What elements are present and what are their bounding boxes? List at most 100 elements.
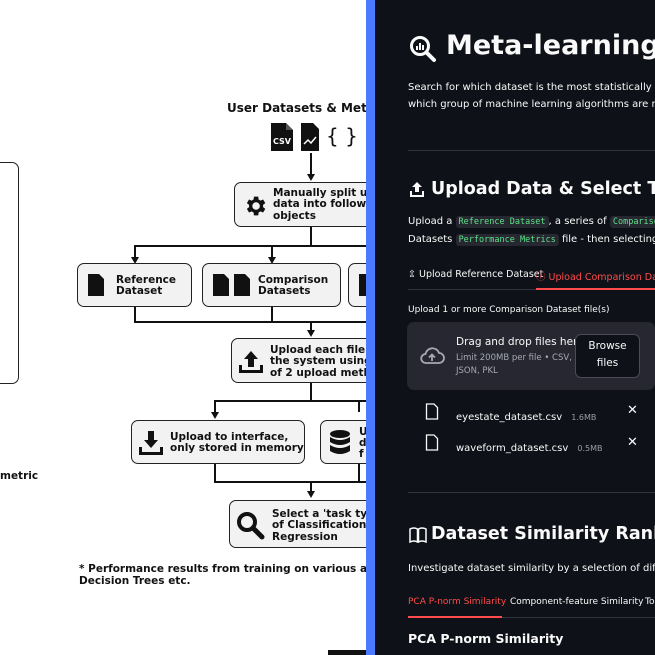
upload-description-line-2: Datasets Performance Metrics file - then… <box>408 234 655 246</box>
file-size: 1.6MB <box>571 413 597 422</box>
intro-line-1: Search for which dataset is the most sta… <box>408 82 655 93</box>
metrics-node-partial <box>348 263 366 307</box>
csv-icon-text: CSV <box>273 137 292 146</box>
upload-interface-label-2: only stored in memory <box>170 442 304 454</box>
connector <box>214 400 216 412</box>
download-icon <box>139 431 163 455</box>
task-label-1: Select a 'task typ <box>272 508 366 520</box>
upload-icon: ⇫ <box>408 269 416 280</box>
file-icon <box>359 274 366 296</box>
dropzone-limit: Limit 200MB per file • CSV, <box>456 353 572 363</box>
flowchart-panel: metric User Datasets & Metr CSV { } Manu… <box>0 101 366 655</box>
file-name: eyestate_dataset.csv <box>456 412 563 423</box>
connector <box>358 400 360 412</box>
active-tab-indicator <box>408 616 502 618</box>
tab-upload-reference[interactable]: ⇫ Upload Reference Dataset <box>408 269 543 280</box>
dropzone-title: Drag and drop files here <box>456 336 584 348</box>
connector <box>310 383 312 401</box>
uploaded-file-2: waveform_dataset.csv 0.5MB <box>456 436 603 455</box>
uploaded-file-1: eyestate_dataset.csv 1.6MB <box>456 405 596 424</box>
file-icon <box>88 274 104 296</box>
uploader-label: Upload 1 or more Comparison Dataset file… <box>408 305 610 315</box>
reference-label-2: Dataset <box>116 285 163 297</box>
upload-interface-node: Upload to interface, only stored in memo… <box>131 420 305 464</box>
task-label-2: of Classification o <box>272 519 366 531</box>
remove-file-button[interactable]: ✕ <box>627 403 638 418</box>
connector <box>134 245 136 257</box>
connector <box>134 307 136 322</box>
arrow-head <box>307 491 315 498</box>
tab-top[interactable]: To <box>645 597 655 607</box>
connector <box>214 481 366 483</box>
connector <box>134 245 366 247</box>
footnote-line-1: * Performance results from training on v… <box>79 563 366 575</box>
task-label-3: Regression <box>272 531 338 543</box>
connector <box>310 153 312 175</box>
reference-label-1: Reference <box>116 274 177 286</box>
pca-subheading: PCA P-norm Similarity <box>408 631 564 646</box>
connector <box>310 321 312 331</box>
file-dropzone[interactable]: Drag and drop files here Limit 200MB per… <box>407 322 655 390</box>
performance-metrics-code: Performance Metrics <box>455 234 559 246</box>
connector <box>134 321 366 323</box>
upload-icon <box>410 182 424 197</box>
cloud-upload-icon <box>420 347 445 364</box>
arrow-head <box>211 412 219 419</box>
chart-file-icon <box>301 123 319 151</box>
window-divider <box>366 0 375 655</box>
reference-dataset-code: Reference Dataset <box>455 216 549 228</box>
connector <box>271 245 273 257</box>
ranking-description: Investigate dataset similarity by a sele… <box>408 563 655 574</box>
upload-method-label-2: the system using <box>270 355 366 367</box>
tab-component-feature[interactable]: Component-feature Similarity <box>510 597 644 607</box>
database-icon <box>330 430 350 454</box>
desc-text: Upload a <box>408 216 453 227</box>
comparison-datasets-node: Comparison Datasets <box>202 263 341 307</box>
tab-upload-comparison[interactable]: ⓘ Upload Comparison Datas <box>536 269 655 283</box>
tab-pca-pnorm[interactable]: PCA P-norm Similarity <box>408 597 507 607</box>
book-icon <box>409 527 427 543</box>
braces-icon: { } <box>326 124 358 148</box>
gear-icon <box>246 196 266 216</box>
streamlit-app: Meta-learning S Search for which dataset… <box>375 0 655 655</box>
split-node: Manually split us data into followi obje… <box>234 182 366 227</box>
info-circle-icon: ⓘ <box>536 272 546 283</box>
tab-label: Upload Comparison Datas <box>548 272 655 283</box>
upload-method-node: Upload each file t the system using of 2… <box>231 338 366 383</box>
search-icon <box>237 512 265 540</box>
connector <box>214 464 216 482</box>
connector <box>358 464 360 482</box>
section-divider <box>408 150 655 151</box>
browse-files-button[interactable]: Browse files <box>575 334 640 378</box>
connector <box>214 400 366 402</box>
dropzone-types: JSON, PKL <box>456 366 498 376</box>
file-size: 0.5MB <box>577 444 603 453</box>
upload-icon <box>239 351 263 373</box>
reference-dataset-node: Reference Dataset <box>77 263 192 307</box>
file-icon <box>425 403 439 420</box>
connector <box>271 307 273 322</box>
connector <box>310 481 312 492</box>
ranking-section-heading: Dataset Similarity Ranking <box>431 524 655 544</box>
page-title: Meta-learning S <box>446 30 655 61</box>
remove-file-button[interactable]: ✕ <box>627 435 638 450</box>
desc-text: , a series of <box>548 216 607 227</box>
intro-line-2: which group of machine learning algorith… <box>408 99 655 110</box>
desc-text: Datasets <box>408 234 453 245</box>
footnote-line-2: Decision Trees etc. <box>79 575 191 587</box>
diagram-title: User Datasets & Metr <box>227 101 366 115</box>
upload-method-label-3: of 2 upload metho <box>270 367 366 379</box>
upload-interface-label-1: Upload to interface, <box>170 431 289 443</box>
file-icon <box>425 434 439 451</box>
browse-label: files <box>596 357 619 369</box>
arrow-head <box>307 330 315 337</box>
tab-bar-line <box>408 289 655 290</box>
comparison-code: Compariso <box>609 216 655 228</box>
task-type-node: Select a 'task typ of Classification o R… <box>229 500 366 548</box>
upload-description-line-1: Upload a Reference Dataset, a series of … <box>408 216 655 228</box>
browse-label: Browse <box>588 340 627 352</box>
left-partial-box <box>0 162 19 384</box>
database-label-2: d <box>359 437 366 449</box>
arrow-head <box>307 174 315 181</box>
magnifier-chart-icon <box>410 36 436 62</box>
